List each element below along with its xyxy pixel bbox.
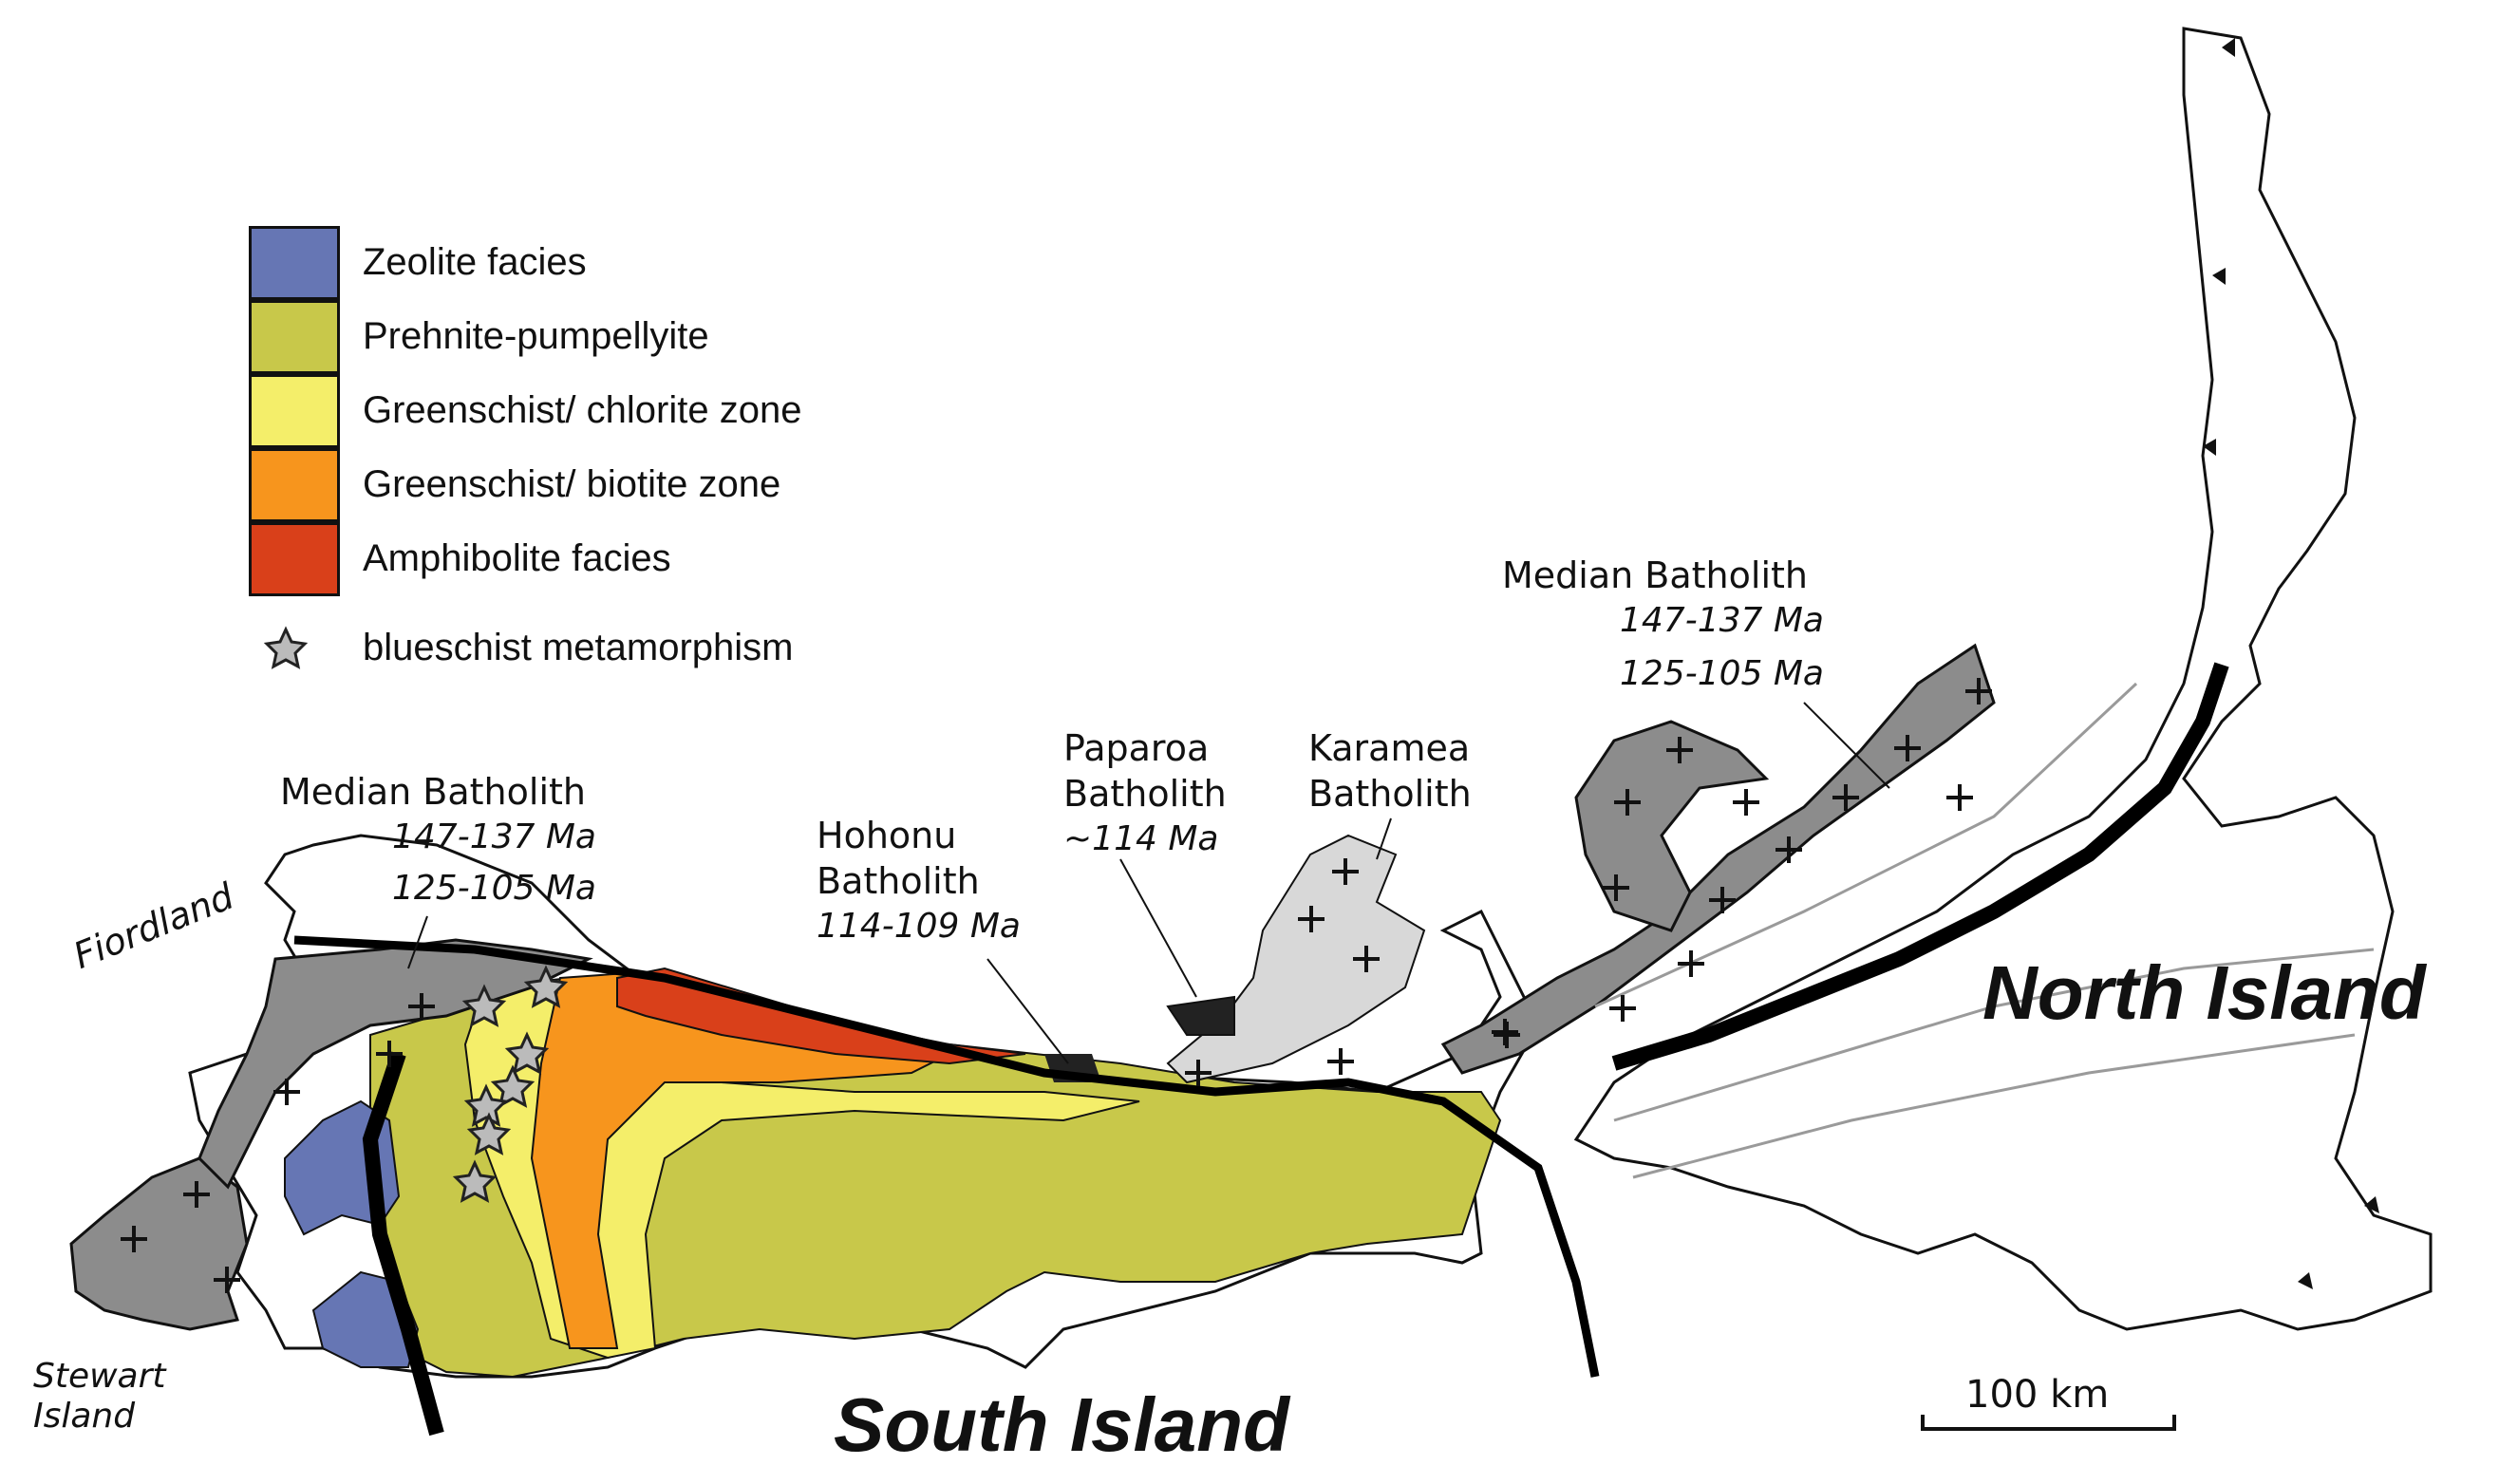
karamea-batholith bbox=[1166, 834, 1426, 1084]
north-gray-line-1 bbox=[1613, 948, 2375, 1122]
legend-label-prehnite: Prehnite-pumpellyite bbox=[363, 315, 709, 357]
legend-label-amphibolite: Amphibolite facies bbox=[363, 537, 671, 579]
label-karamea-name1: Karamea bbox=[1308, 727, 1471, 769]
label-paparoa-name2: Batholith bbox=[1063, 773, 1227, 815]
legend-label-chlorite: Greenschist/ chlorite zone bbox=[363, 389, 802, 431]
blueschist-stars bbox=[452, 965, 569, 1203]
legend-item-prehnite: Prehnite-pumpellyite bbox=[249, 300, 1103, 374]
legend-label-blueschist: blueschist metamorphism bbox=[363, 627, 794, 668]
label-paparoa-batholith: Paparoa Batholith ~114 Ma bbox=[1063, 725, 1227, 862]
legend-swatch-zeolite bbox=[249, 226, 340, 300]
label-median-west-age2: 125-105 Ma bbox=[392, 869, 596, 908]
star-icon bbox=[263, 626, 309, 669]
legend-swatch-biotite bbox=[249, 448, 340, 522]
label-median-batholith-west: Median Batholith 147-137 Ma 125-105 Ma bbox=[280, 769, 596, 911]
north-gray-line-3 bbox=[1594, 682, 2138, 1008]
label-median-west-name: Median Batholith bbox=[280, 771, 586, 813]
legend-swatch-chlorite bbox=[249, 374, 340, 448]
label-median-west-age1: 147-137 Ma bbox=[392, 817, 596, 856]
legend-item-amphibolite: Amphibolite facies bbox=[249, 522, 1103, 596]
north-gray-line-2 bbox=[1632, 1033, 2356, 1179]
scale-bar-graphic bbox=[1921, 1415, 2176, 1431]
label-paparoa-name1: Paparoa bbox=[1063, 727, 1210, 769]
legend-label-zeolite: Zeolite facies bbox=[363, 241, 587, 283]
leader-hohonu bbox=[986, 958, 1069, 1064]
label-karamea-name2: Batholith bbox=[1308, 773, 1472, 815]
legend-swatch-amphibolite bbox=[249, 522, 340, 596]
legend-item-blueschist: blueschist metamorphism bbox=[249, 625, 1103, 699]
north-fault-belt bbox=[1611, 662, 2229, 1071]
paparoa-batholith-patch bbox=[1166, 995, 1235, 1036]
place-stewart: Stewart bbox=[33, 1357, 166, 1396]
place-island: Island bbox=[33, 1397, 136, 1436]
label-median-east-name: Median Batholith bbox=[1502, 554, 1808, 596]
alpine-fault bbox=[293, 935, 1600, 1378]
leader-median-east bbox=[1803, 702, 1890, 789]
label-paparoa-age: ~114 Ma bbox=[1063, 819, 1219, 858]
label-median-batholith-east: Median Batholith 147-137 Ma 125-105 Ma bbox=[1502, 553, 1824, 697]
label-hohonu-name1: Hohonu bbox=[817, 815, 957, 856]
leader-paparoa bbox=[1119, 858, 1197, 998]
legend-item-chlorite: Greenschist/ chlorite zone bbox=[249, 374, 1103, 448]
label-karamea-batholith: Karamea Batholith bbox=[1308, 725, 1472, 817]
leader-median-west bbox=[407, 915, 428, 969]
north-island-label: North Island bbox=[1982, 950, 2426, 1035]
label-hohonu-age: 114-109 Ma bbox=[817, 907, 1021, 946]
legend-item-biotite: Greenschist/ biotite zone bbox=[249, 448, 1103, 522]
median-batholith-west bbox=[197, 938, 593, 1190]
fault-south bbox=[362, 1051, 444, 1437]
leader-karamea bbox=[1376, 817, 1392, 860]
scale-bar-label: 100 km bbox=[1965, 1373, 2110, 1417]
label-hohonu-batholith: Hohonu Batholith 114-109 Ma bbox=[817, 813, 1021, 949]
label-median-east-age2: 125-105 Ma bbox=[1620, 654, 1824, 693]
stewart-island-shape bbox=[69, 1156, 249, 1331]
batholith-plus-marks bbox=[121, 678, 1992, 1293]
legend-label-biotite: Greenschist/ biotite zone bbox=[363, 463, 781, 505]
south-island-label: South Island bbox=[834, 1382, 1289, 1467]
label-median-east-age1: 147-137 Ma bbox=[1620, 601, 1824, 640]
legend-swatch-prehnite bbox=[249, 300, 340, 374]
legend-item-zeolite: Zeolite facies bbox=[249, 226, 1103, 300]
subduction-triangles bbox=[2203, 38, 2379, 1289]
median-batholith-east-lobe bbox=[1574, 720, 1770, 932]
label-hohonu-name2: Batholith bbox=[817, 860, 980, 902]
